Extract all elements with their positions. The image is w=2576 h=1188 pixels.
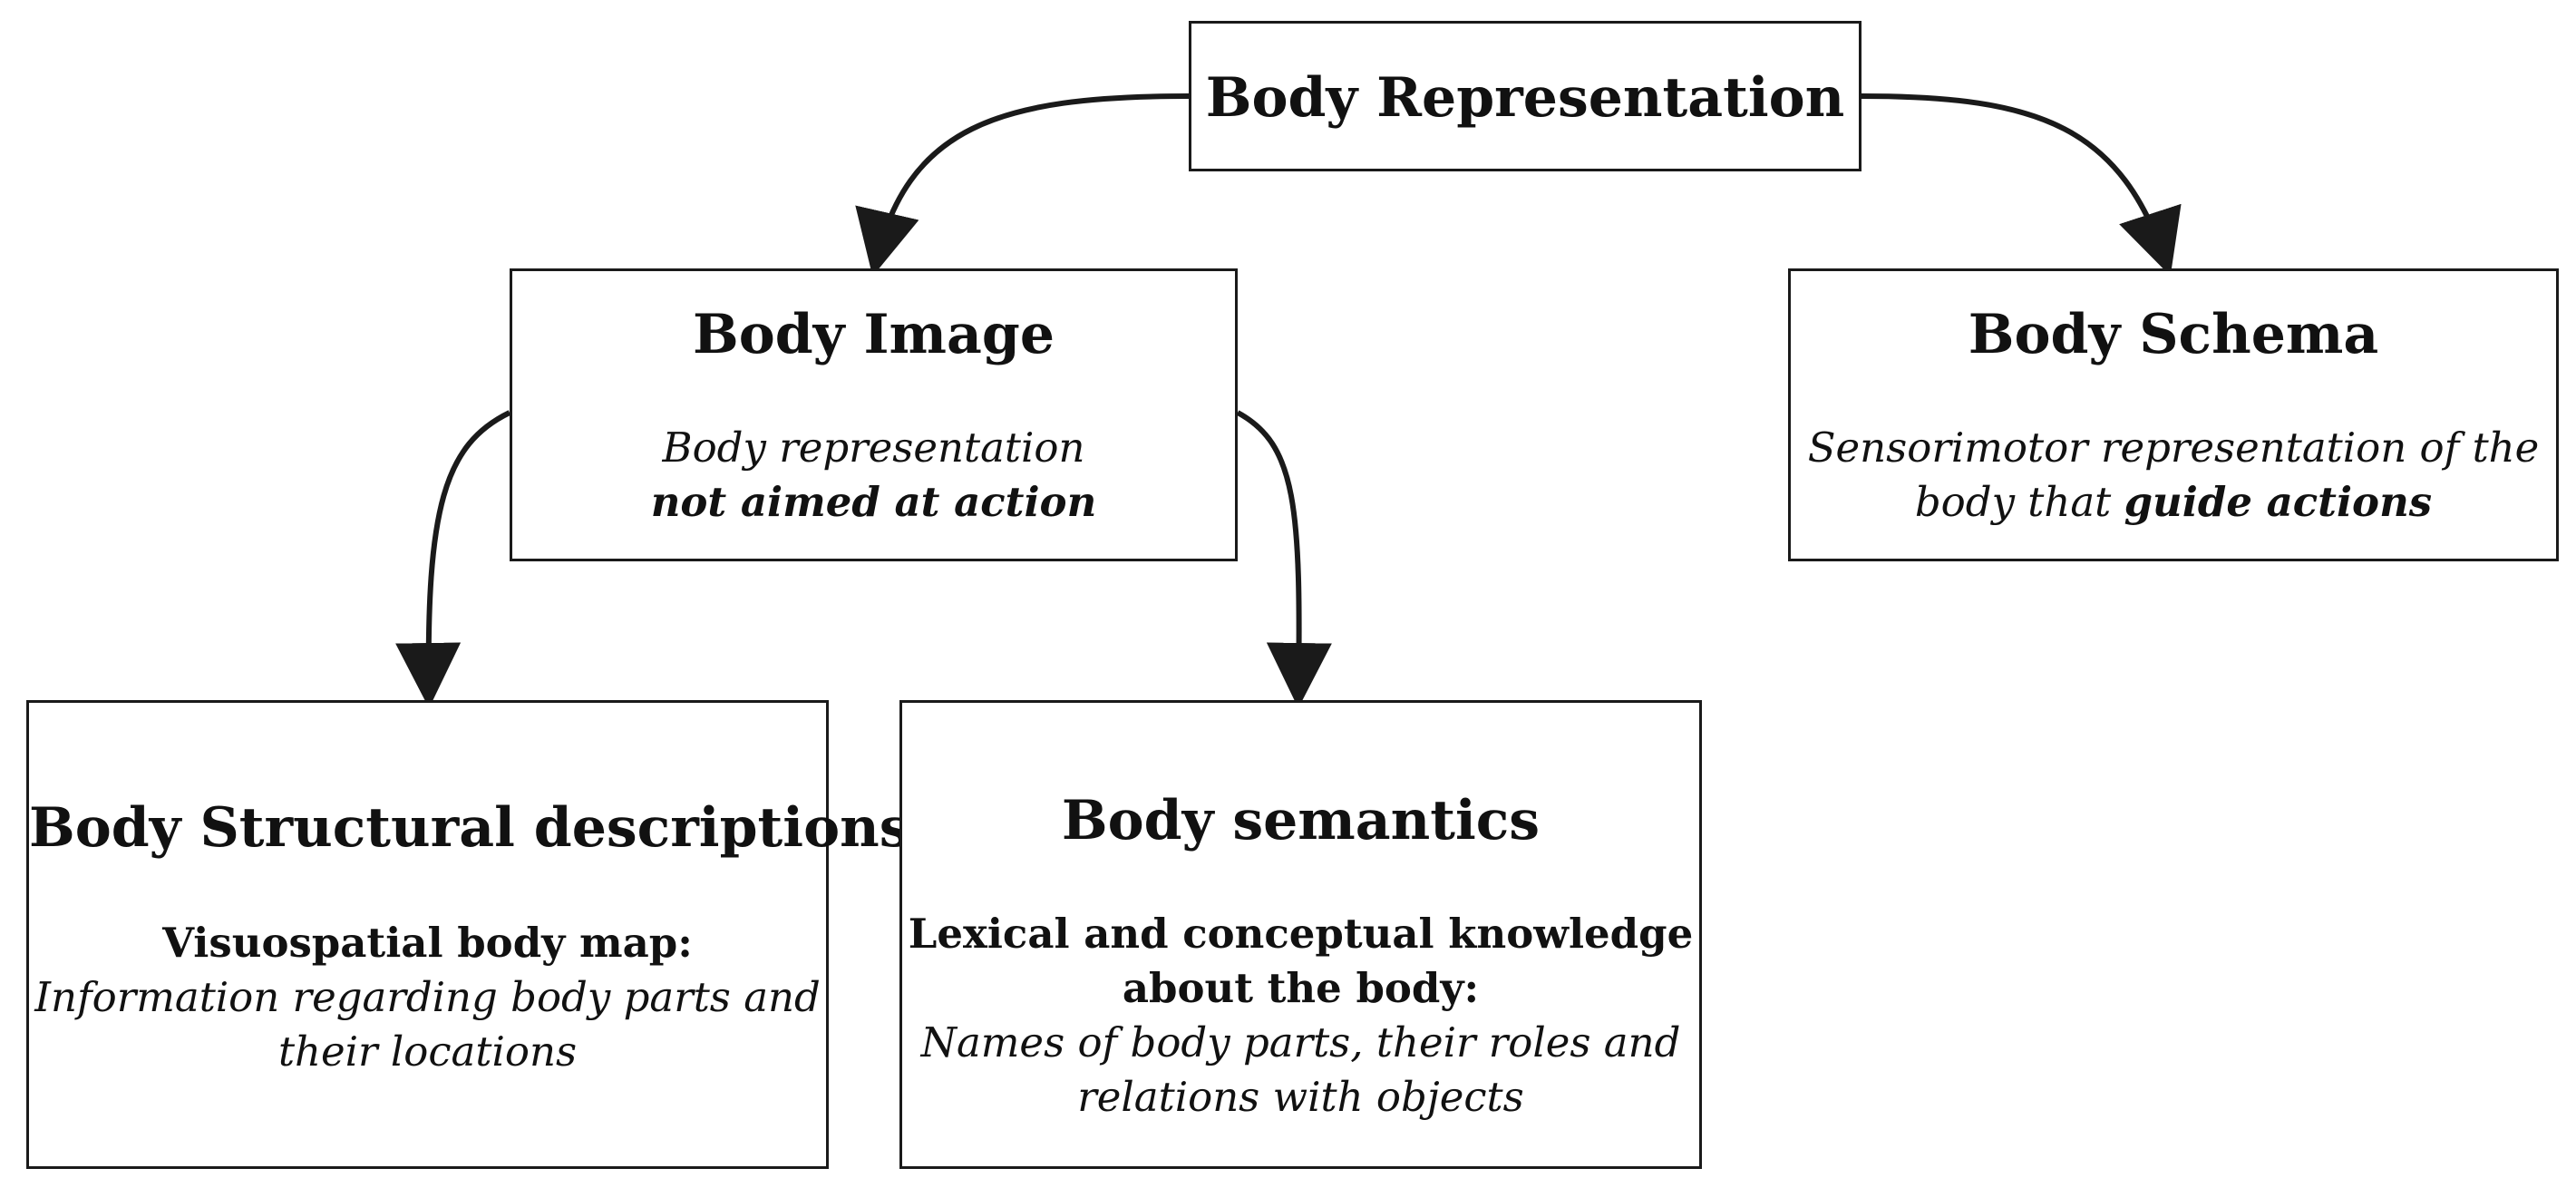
arrow-root-to-body-image: [855, 93, 1190, 277]
arrow-body-image-to-structural: [395, 410, 511, 708]
body-semantics-line-1: Names of body parts, their roles and: [920, 1018, 1681, 1066]
body-image-line-1: Body representation: [662, 424, 1085, 472]
body-schema-title: Body Schema: [1968, 303, 2379, 366]
arrow-body-image-to-semantics: [1236, 410, 1332, 708]
arrow-root-to-body-schema: [1861, 93, 2182, 277]
body-schema-line-2-bold: guide actions: [2124, 478, 2433, 526]
body-structural-subtitle: Visuospatial body map:: [162, 919, 693, 967]
body-image-node: Body Image Body representation not aimed…: [510, 268, 1238, 561]
body-schema-node: Body Schema Sensorimotor representation …: [1788, 268, 2559, 561]
body-structural-title: Body Structural descriptions: [29, 796, 910, 860]
body-schema-line-2-plain: body that: [1914, 478, 2124, 526]
body-structural-descriptions-node: Body Structural descriptions Visuospatia…: [26, 700, 910, 1169]
body-semantics-title: Body semantics: [1061, 789, 1541, 852]
body-structural-description: Visuospatial body map: Information regar…: [29, 916, 826, 1079]
body-semantics-subtitle-1: Lexical and conceptual knowledge: [908, 910, 1694, 958]
body-schema-line-1: Sensorimotor representation of the: [1807, 424, 2540, 472]
body-structural-line-2: their locations: [277, 1027, 578, 1076]
body-image-title: Body Image: [693, 303, 1055, 366]
body-representation-title: Body Representation: [1205, 66, 1845, 130]
body-schema-line-2: body that guide actions: [1791, 475, 2556, 530]
body-semantics-description: Lexical and conceptual knowledge about t…: [902, 907, 1699, 1125]
body-representation-node: Body Representation: [1189, 21, 1862, 171]
body-structural-line-1: Information regarding body parts and: [34, 973, 821, 1021]
body-image-description: Body representation not aimed at action: [512, 421, 1235, 530]
body-semantics-node: Body semantics Lexical and conceptual kn…: [899, 700, 1702, 1169]
body-semantics-subtitle-2: about the body:: [1122, 964, 1480, 1012]
body-image-line-2: not aimed at action: [650, 478, 1097, 526]
body-semantics-line-2: relations with objects: [1077, 1073, 1524, 1121]
body-schema-description: Sensorimotor representation of the body …: [1791, 421, 2556, 530]
